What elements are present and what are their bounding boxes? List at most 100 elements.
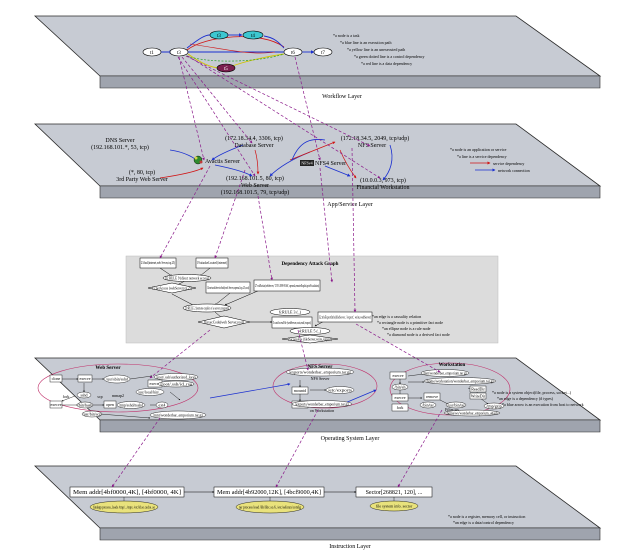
- os-node: mmap2: [112, 393, 124, 398]
- attack-node: 4:RULE 5 (..): [299, 329, 322, 334]
- os-node: execve: [50, 402, 61, 407]
- os-node: open: [106, 402, 114, 407]
- task-node-t3: [169, 47, 189, 57]
- app-legend-line: *a node is an application or service: [450, 147, 507, 152]
- workflow-legend-line: *a green dotted line is a control depend…: [354, 54, 425, 59]
- web-server-address: (192.168.101.5, 80, tcp): [226, 175, 284, 182]
- workflow-layer-plane: [33, 15, 602, 77]
- os-node: sshd: [80, 393, 87, 398]
- instruction-box-text: Sector[268821, 120], ...: [366, 490, 423, 496]
- workflow-legend-line: *a node is a task: [333, 33, 359, 38]
- os-node: ReadDir: [471, 387, 485, 392]
- task-label: t3: [217, 34, 221, 39]
- os-node: /etc/exports: [328, 388, 353, 393]
- os-node: /home/ws/wonderbar_emporium_attack: [446, 411, 498, 416]
- task-label: t1: [150, 51, 154, 56]
- os-node: fork: [63, 394, 70, 399]
- workflow-layer-label: Workflow Layer: [322, 93, 362, 100]
- app-legend-line: service dependency: [493, 161, 524, 166]
- task-node-t3b: [209, 30, 229, 40]
- instruction-box-text: Mem addr[4bf0000,4K], [4bf0000, 4K]: [73, 489, 181, 496]
- app-legend-line: network connection: [498, 168, 530, 173]
- task-label: t3: [177, 51, 181, 56]
- os-node: on Workstation: [310, 408, 334, 413]
- avactis-server-label: Avactis Server: [205, 159, 240, 165]
- app-legend-line: *a line is a service dependency: [457, 154, 507, 159]
- instruction-legend-line: *a node is a register, memory cell, or i…: [448, 514, 525, 520]
- dns-server-label: DNS Server: [105, 138, 134, 144]
- nfs4-badge: [300, 160, 314, 166]
- attack-legend-line: *an edge is a causality relation: [372, 314, 421, 319]
- instruction-ellipse-text: file system info. sector: [376, 504, 413, 509]
- os-node: /tmp/sshd/nsshd: [119, 403, 143, 408]
- os-node: /usr/sbin/sshd: [106, 377, 128, 382]
- os-node: mountd: [294, 388, 306, 393]
- instruction-layer: Instruction Layer Mem addr[4bf0000,4K], …: [34, 465, 602, 550]
- task-node-t1: [142, 47, 162, 57]
- attack-graph: Dependency Attack Graph 23:hacl(internet…: [125, 255, 499, 344]
- workflow-layer-base: [99, 75, 601, 89]
- attack-node: 14:networkServiceInfo(web Server,openssl…: [207, 285, 249, 291]
- instruction-box: [213, 486, 325, 498]
- app-service-layer: App/Service Layer DNS Server (192.168.10…: [34, 123, 602, 208]
- os-node: /exports/wonderbar_emporium.tar.gz: [289, 370, 351, 375]
- financial-address: (10.0.0.3, 973, tcp): [360, 177, 406, 184]
- os-node: execve: [79, 376, 90, 381]
- os-node: /bin/sh: [395, 385, 406, 390]
- attack-node: 27:vulExists(webServer, 'CVE-2008-0166',…: [255, 283, 319, 289]
- os-node: /mnt/wonderbar_emporium.tar.gz: [153, 413, 203, 418]
- task-label: t4: [251, 34, 255, 39]
- attack-graph-title: Dependency Attack Graph: [282, 262, 339, 267]
- instruction-layer-base: [99, 527, 601, 541]
- os-node: execve: [392, 373, 403, 378]
- dns-server-address: (192.168.101.*, 53, tcp): [91, 144, 149, 151]
- instruction-layer-label: Instruction Layer: [329, 544, 370, 550]
- nfs4-badge-text: NFSv4: [301, 161, 312, 166]
- attack-node: 32:nfsExportInfo(fileServer, '/export', …: [319, 315, 371, 321]
- workflow-layer: Workflow Layer t1 t3 t3 t4 t5 t6 t7 *a n…: [33, 15, 602, 100]
- nfs4-server-label: NFS4 Server: [315, 161, 346, 167]
- web-server-label: Web Server: [241, 183, 269, 189]
- os-layer-label: Operating System Layer: [321, 436, 380, 442]
- app-service-layer-base: [99, 185, 601, 199]
- os-layer: Operating System Layer Web Server NFS Se…: [34, 357, 602, 442]
- os-legend-line: *a blue arrow is an execution from host …: [502, 402, 584, 407]
- attack-node: 2:accessFile (fileServer,write,/export): [288, 337, 332, 343]
- instruction-legend-line: *an edge is a data/control dependency: [453, 520, 514, 525]
- nfs-server-label: NFS Server: [358, 143, 386, 149]
- database-server-address: (172.18.34.4, 3306, tcp): [225, 135, 283, 142]
- nfs-server-address: (172.18.34.5, 2049, tcp/udp): [341, 135, 410, 142]
- os-node: execve: [149, 381, 160, 386]
- os-web-title: Web Server: [95, 366, 121, 371]
- os-node: /exports/wonderbar_emporium.tar.gz: [295, 402, 349, 407]
- os-node: execve: [394, 395, 405, 400]
- web-server-address-2: (192.168.101.5, 79, tcp/udp): [221, 189, 290, 196]
- attack-node: 19:attackerLocated (internet): [197, 260, 227, 265]
- instruction-ellipse-text: findapp process_loads /tmp/.../mpv, /etc…: [93, 505, 155, 511]
- os-node: NFS Server: [311, 376, 330, 381]
- os-node: /tmp/gzip: [486, 404, 501, 409]
- instruction-ellipse: [369, 500, 419, 512]
- task-label: t6: [291, 51, 295, 56]
- os-node: /home/workstation/wonderbar_emporium.tar…: [426, 379, 494, 384]
- os-ws-title: Workstation: [439, 363, 466, 368]
- instruction-ellipse-text: tar process load /lib/libc.so.6, /etc/se…: [239, 505, 301, 511]
- os-legend-line: *a node is a system object(file, process…: [492, 390, 572, 396]
- task-node-t4: [242, 30, 264, 40]
- os-node: ext4: [159, 403, 166, 408]
- os-layer-base: [99, 419, 601, 433]
- attack-node: 5:canAccessFile (webServer,root,read,/ex…: [273, 320, 311, 326]
- attack-legend-line: *an ellipse node is a rule node: [382, 326, 431, 331]
- os-node: /usr/bin/scp: [83, 412, 102, 417]
- workflow-legend-line: *a blue line is an execution path: [340, 40, 392, 45]
- attack-node: 10:RULE 2 (remote exploit of a server pr…: [185, 306, 229, 311]
- attack-legend-line: *a diamond node is a derived fact node: [387, 332, 450, 337]
- attack-node: 8:execCode(web Server,root): [204, 320, 245, 326]
- instruction-box-text: Mem addr[4b92000,12K], [4bcf9000,4K]: [217, 489, 321, 496]
- os-node: clone: [52, 376, 61, 381]
- financial-label: Financial Workstation: [357, 185, 410, 191]
- os-node: Filter.ws: [445, 407, 459, 412]
- os-node: /root/.ssh/id_rsa: [160, 382, 192, 387]
- task-label: t5: [224, 67, 228, 72]
